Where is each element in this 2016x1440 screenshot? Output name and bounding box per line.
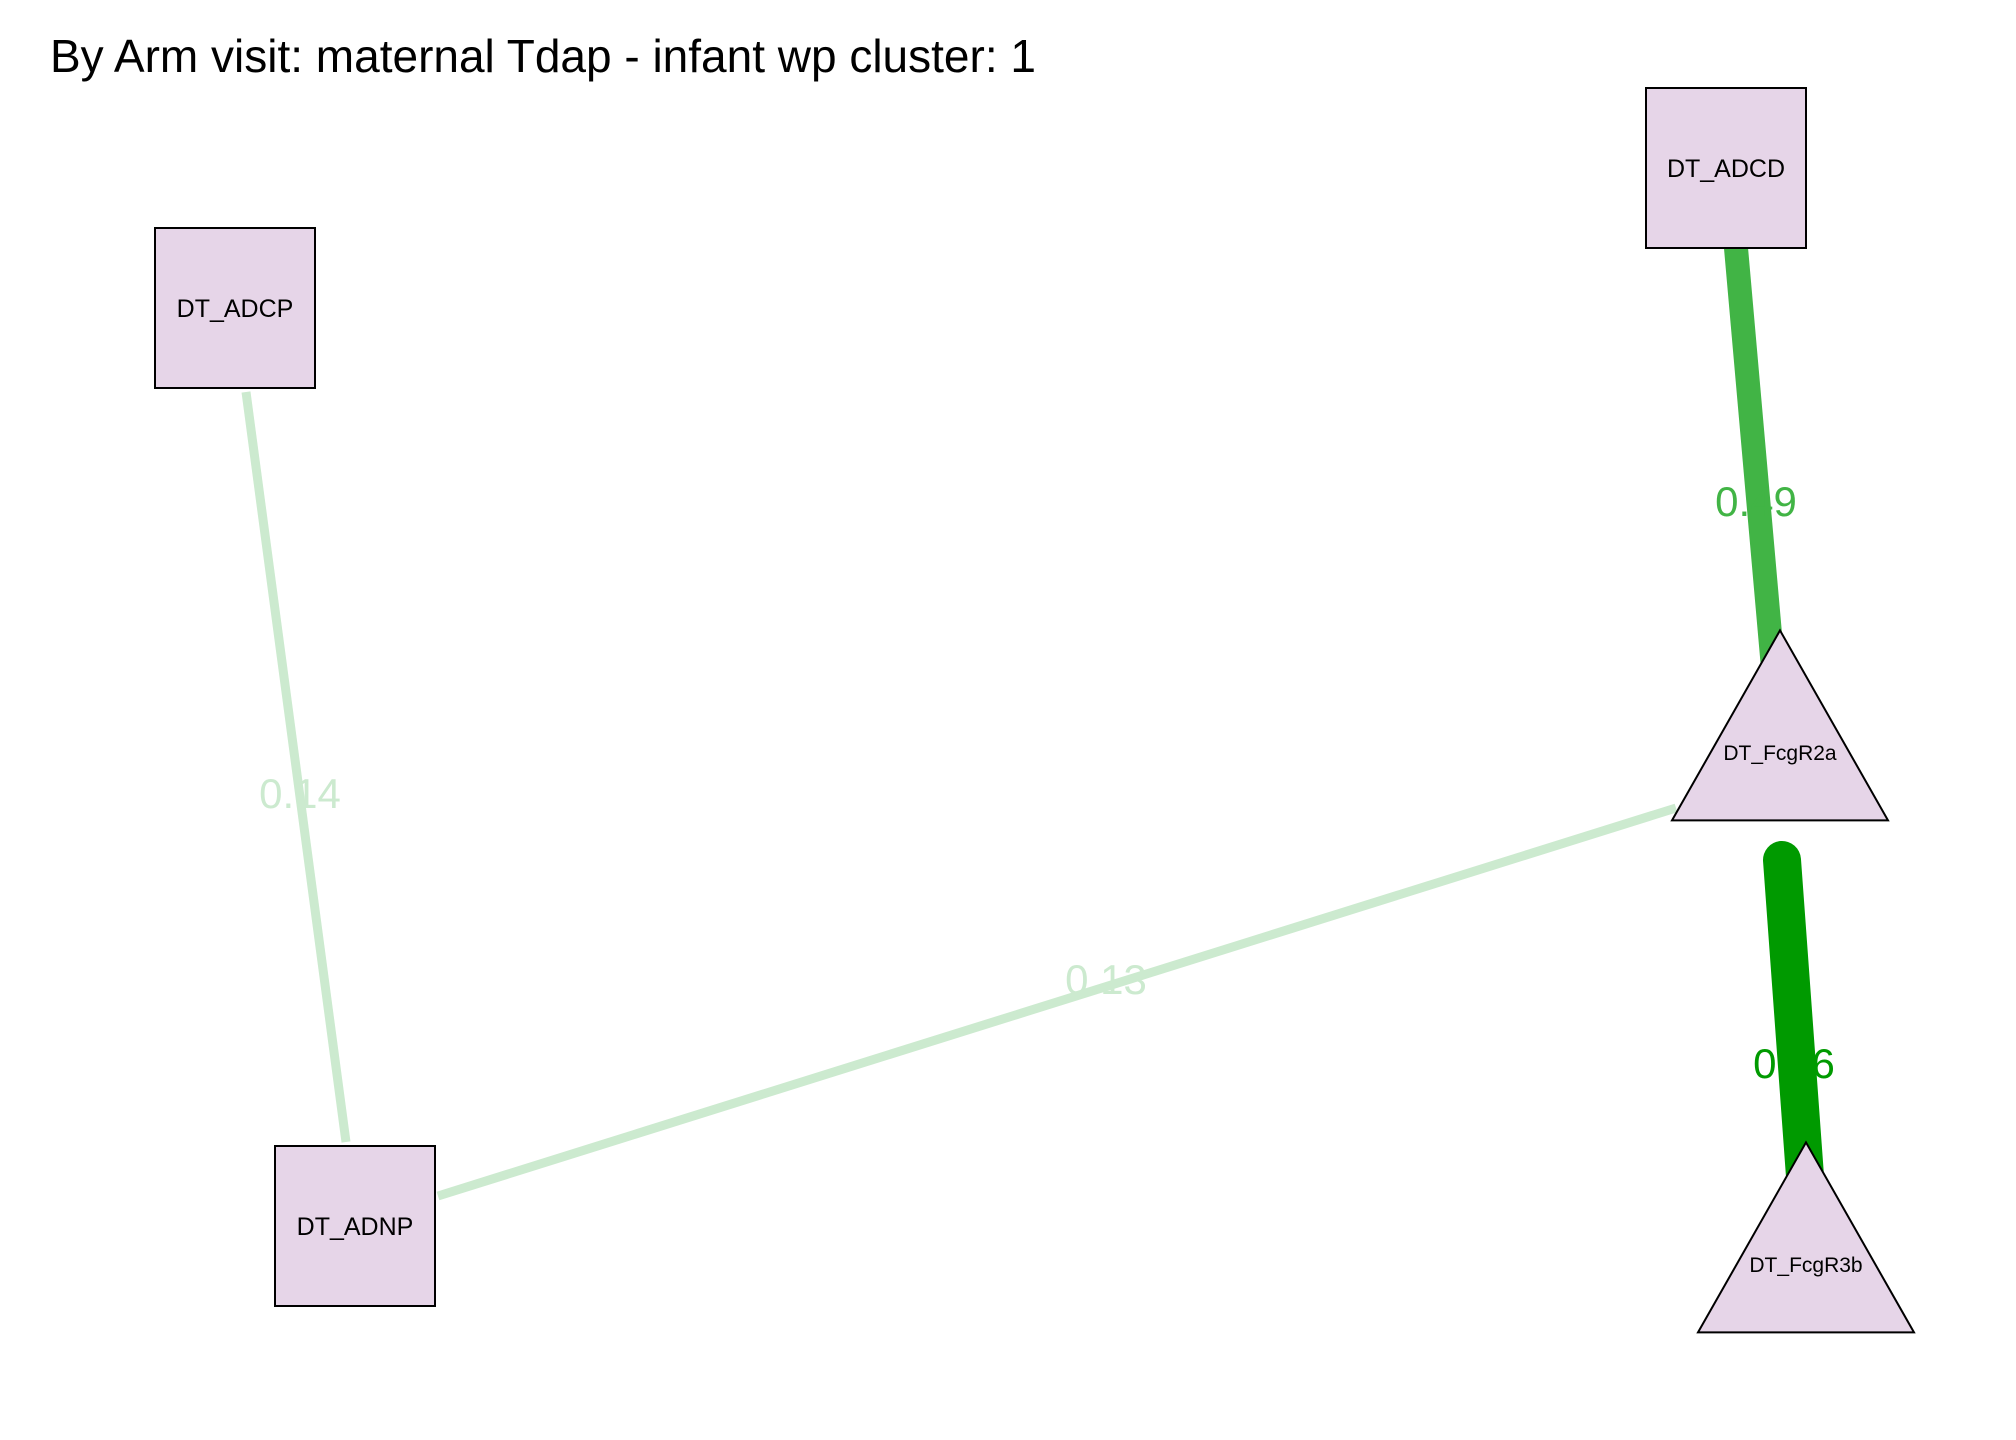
edge-adcd-fcgr2a xyxy=(1724,246,1785,670)
edge-label-adcp-adnp: 0.14 xyxy=(259,770,341,817)
square-node-shape xyxy=(154,227,316,389)
node-adnp: DT_ADNP xyxy=(274,1145,436,1307)
node-label-fcgr2a: DT_FcgR2a xyxy=(1723,742,1837,765)
edge-label-adcd-fcgr2a: 0.49 xyxy=(1715,478,1797,525)
edge-labels-layer: 0.14 0.13 0.49 0.66 xyxy=(259,478,1835,1087)
node-label-fcgr3b: DT_FcgR3b xyxy=(1749,1254,1862,1277)
edge-adnp-fcgr2a xyxy=(436,803,1678,1201)
edge-label-adnp-fcgr2a: 0.13 xyxy=(1065,956,1147,1003)
node-fcgr2a: DT_FcgR2a xyxy=(1670,628,1890,822)
edge-fcgr2a-fcgr3b xyxy=(1763,841,1825,1209)
graph-title: By Arm visit: maternal Tdap - infant wp … xyxy=(50,30,1036,82)
node-label-adcd: DT_ADCD xyxy=(1667,155,1785,183)
triangle-node-shape xyxy=(1696,1140,1916,1334)
edge-label-fcgr2a-fcgr3b: 0.66 xyxy=(1753,1040,1835,1087)
node-fcgr3b: DT_FcgR3b xyxy=(1696,1140,1916,1334)
square-node-shape xyxy=(274,1145,436,1307)
node-label-adnp: DT_ADNP xyxy=(297,1213,414,1241)
node-adcp: DT_ADCP xyxy=(154,227,316,389)
node-label-adcp: DT_ADCP xyxy=(177,295,294,323)
square-node-shape xyxy=(1645,87,1807,249)
edge-adcp-adnp xyxy=(241,391,351,1143)
edges-layer xyxy=(241,246,1825,1209)
node-adcd: DT_ADCD xyxy=(1645,87,1807,249)
triangle-node-shape xyxy=(1670,628,1890,822)
